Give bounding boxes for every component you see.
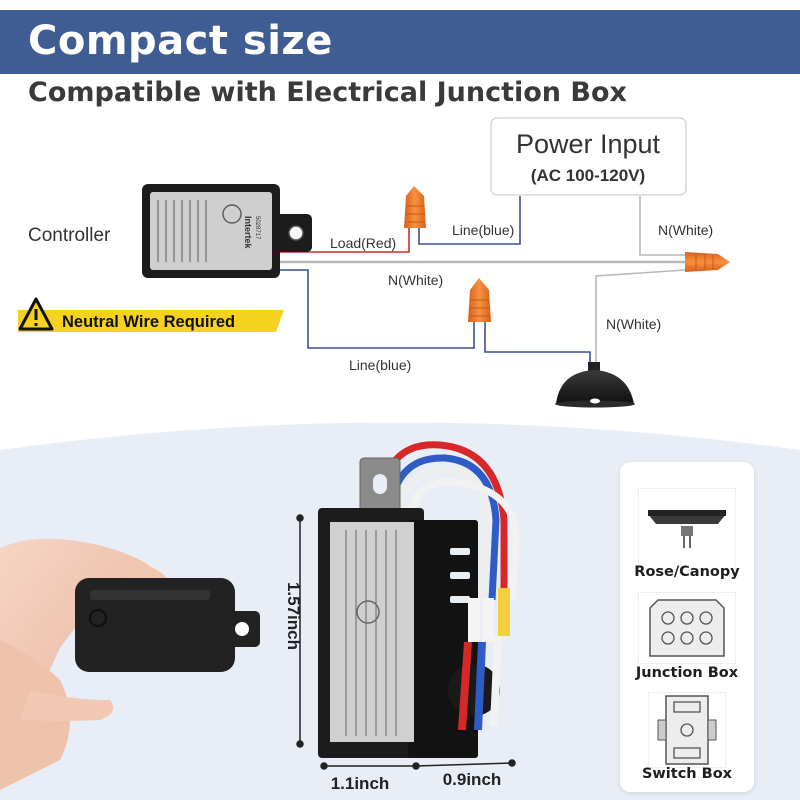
module-brand-logo: Intertek: [243, 216, 253, 250]
line-blue-bottom-label: Line(blue): [349, 357, 411, 373]
module-cert-number: 5028717: [254, 216, 260, 240]
wires: [280, 196, 686, 364]
power-input-title: Power Input: [516, 129, 661, 159]
dimension-depth: 0.9inch: [443, 770, 502, 789]
neutral-warning-text: Neutral Wire Required: [62, 313, 235, 331]
compat-label-junction-box: Junction Box: [635, 665, 739, 681]
wire-nut-right: [685, 252, 730, 272]
n-white-right-label: N(White): [658, 222, 713, 238]
dimension-width: 1.1inch: [331, 774, 390, 793]
controller-module: Intertek 5028717: [142, 184, 312, 278]
compat-label-rose-canopy: Rose/Canopy: [634, 564, 740, 580]
load-red-label: Load(Red): [330, 235, 396, 251]
compat-label-switch-box: Switch Box: [641, 766, 733, 782]
dimension-height: 1.57inch: [284, 582, 303, 650]
wire-nut-top: [404, 186, 426, 228]
module-side-photo: [318, 441, 520, 758]
header-banner: [0, 10, 800, 74]
compatibility-panel: Rose/Canopy Junction Box Switch Box: [620, 462, 754, 792]
n-white-lamp-label: N(White): [606, 316, 661, 332]
neutral-warning-badge: Neutral Wire Required: [18, 297, 284, 332]
page-title: Compact size: [28, 18, 333, 64]
power-input-range: (AC 100-120V): [531, 166, 645, 185]
line-blue-top-label: Line(blue): [452, 222, 514, 238]
power-input-box: Power Input (AC 100-120V): [490, 117, 687, 196]
rose-canopy-icon: [638, 488, 736, 570]
pendant-lamp: [555, 362, 635, 408]
junction-box-icon: [638, 592, 736, 664]
controller-label: Controller: [28, 225, 111, 246]
page-subtitle: Compatible with Electrical Junction Box: [28, 77, 627, 108]
wire-nut-bottom: [468, 278, 491, 322]
hand-photo: [0, 538, 260, 790]
dimension-lines: [296, 514, 516, 770]
switch-box-icon: [648, 692, 726, 768]
n-white-mid-label: N(White): [388, 272, 443, 288]
